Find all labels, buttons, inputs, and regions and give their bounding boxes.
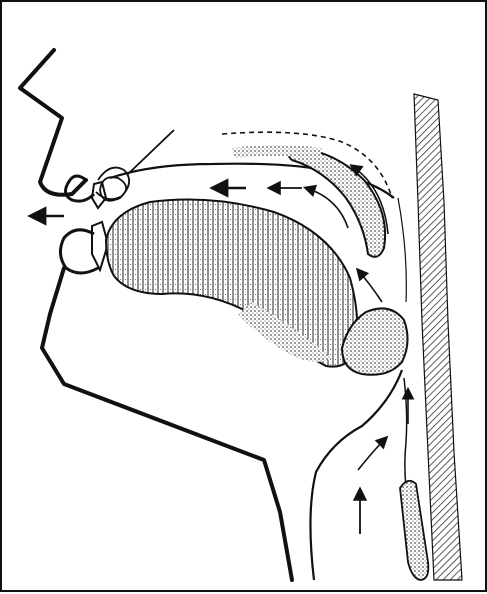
- pharynx-inner-line: [398, 198, 406, 302]
- face-profile-line: [20, 50, 86, 195]
- airflow-arrow-larynx-up: [358, 438, 386, 470]
- laryngeal-cartilage: [400, 481, 428, 580]
- pharyngeal-wall: [414, 94, 462, 580]
- airflow-arrow-pharynx: [358, 270, 382, 302]
- larynx-front-wall: [310, 370, 402, 580]
- tongue: [106, 200, 357, 367]
- palate-stipple-band: [232, 145, 322, 158]
- lip-scribble: [96, 130, 174, 201]
